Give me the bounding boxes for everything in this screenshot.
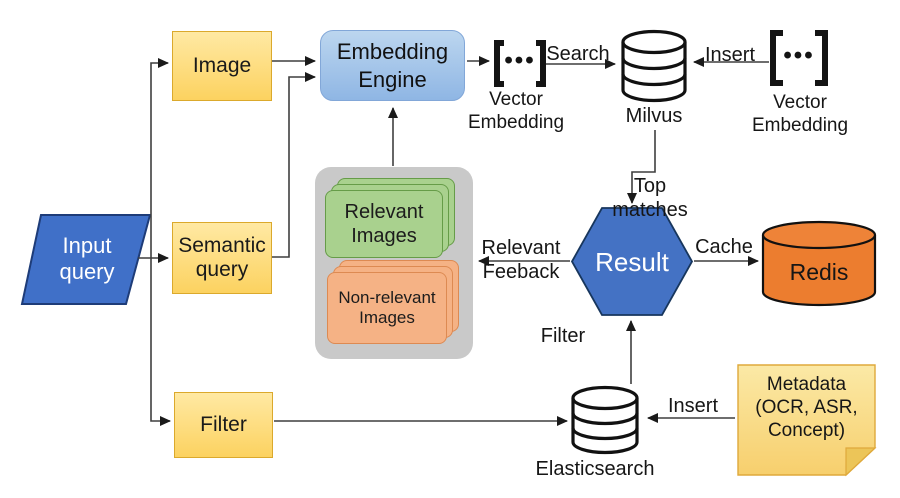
- insert-bottom-edge-label: Insert: [667, 395, 719, 417]
- non-relevant-images-card: Non-relevant Images: [327, 272, 447, 344]
- right-bracket-glyph: [815, 30, 828, 86]
- filter-node: Filter: [174, 392, 273, 458]
- embedding-engine-node: Embedding Engine: [320, 30, 465, 101]
- relevant-feedback-edge-label: Relevant Feeback: [481, 237, 561, 283]
- milvus-label: Milvus: [625, 105, 683, 127]
- left-bracket-glyph: [494, 40, 505, 87]
- metadata-note-label: Metadata (OCR, ASR, Concept): [755, 374, 858, 441]
- metadata-note-shape: [737, 364, 877, 477]
- filter-edge-label: Filter: [540, 325, 586, 347]
- edge-input-to-image: [150, 58, 169, 258]
- redis-cylinder-icon: [761, 220, 877, 307]
- input-query-parallelogram: [20, 214, 152, 305]
- connector-arrows: [138, 56, 769, 426]
- relevant-images-card: Relevant Images: [325, 190, 443, 258]
- search-edge-label: Search: [546, 43, 610, 65]
- redis-label: Redis: [789, 259, 849, 285]
- relevant-images-label: Relevant Images: [344, 201, 424, 247]
- vector-embedding-left-label: Vector Embedding: [467, 89, 565, 133]
- image-node-label: Image: [192, 53, 252, 77]
- vector-dots: •••: [504, 47, 536, 74]
- left-bracket-glyph: [770, 30, 783, 86]
- semantic-query-node: Semantic query: [172, 222, 272, 294]
- result-hexagon: [570, 207, 694, 316]
- non-relevant-images-label: Non-relevant Images: [338, 287, 436, 327]
- edge-input-to-filter: [150, 258, 171, 426]
- elasticsearch-database-icon: [571, 385, 639, 455]
- input-query-label: Input query: [59, 233, 115, 285]
- vector-embedding-right-label: Vector Embedding: [751, 92, 849, 136]
- filter-node-label: Filter: [200, 412, 247, 436]
- edge-milvus-to-result: [627, 130, 656, 204]
- semantic-query-label: Semantic query: [178, 233, 266, 281]
- elasticsearch-label: Elasticsearch: [535, 458, 655, 480]
- image-node: Image: [172, 31, 272, 101]
- result-label: Result: [595, 247, 669, 277]
- vector-embedding-right-brackets-icon: •••: [770, 30, 828, 86]
- edge-semantic-to-engine: [272, 72, 316, 258]
- vector-embedding-left-brackets-icon: •••: [494, 40, 546, 87]
- insert-top-edge-label: Insert: [704, 44, 756, 66]
- milvus-database-icon: [621, 29, 687, 103]
- right-bracket-glyph: [535, 40, 546, 87]
- embedding-engine-label: Embedding Engine: [336, 39, 449, 92]
- top-matches-edge-label: Top matches: [612, 175, 688, 221]
- vector-dots: •••: [783, 41, 815, 69]
- cache-edge-label: Cache: [695, 236, 753, 258]
